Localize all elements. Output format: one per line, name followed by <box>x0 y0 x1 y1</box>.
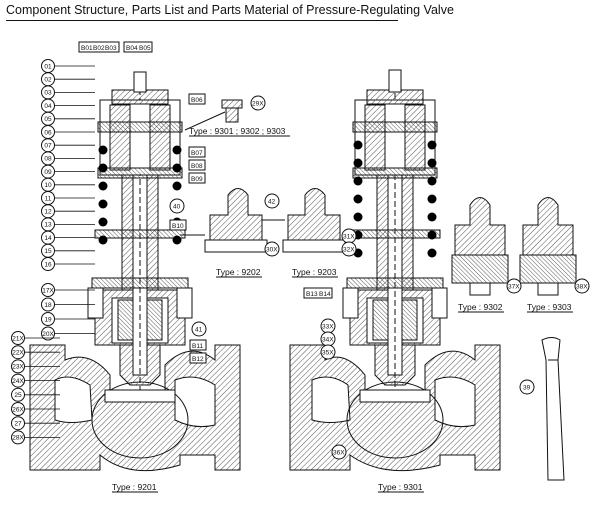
box-label-b06: B06 <box>191 97 203 104</box>
part-label-circle <box>11 359 25 374</box>
part-label-07: 07 <box>44 143 52 150</box>
box-label-b01: B01 <box>81 45 93 52</box>
part-label-circle <box>41 283 55 297</box>
detail-9303 <box>519 197 577 296</box>
callout-38x: 38X <box>576 284 588 291</box>
part-label-circle <box>41 326 55 341</box>
part-label-08: 08 <box>44 156 52 163</box>
part-label-circle <box>11 430 25 445</box>
callout-33x: 33X <box>322 324 334 331</box>
part-label-circle <box>11 331 25 345</box>
part-label-05: 05 <box>44 116 52 123</box>
callout-30x: 30X <box>266 247 278 254</box>
part-label-13: 13 <box>44 222 52 229</box>
spring-coils-right <box>353 140 437 258</box>
part-label-28x: 28X <box>12 435 24 442</box>
callout-35x: 35X <box>322 350 334 357</box>
page-title: Component Structure, Parts List and Part… <box>6 3 454 17</box>
box-label-b03: B03 <box>105 45 117 52</box>
caption-type-9301: Type : 9301 <box>378 482 423 492</box>
box-label-b07: B07 <box>191 150 203 157</box>
box-label-b09: B09 <box>191 176 203 183</box>
part-label-26x: 26X <box>12 406 24 413</box>
box-label-b10: B10 <box>172 223 184 230</box>
top-box-labels <box>78 41 153 53</box>
part-label-24x: 24X <box>12 378 24 385</box>
part-label-22x: 22X <box>12 350 24 357</box>
part-label-11: 11 <box>45 195 52 202</box>
part-label-circle <box>11 345 25 360</box>
callout-40: 40 <box>173 204 181 211</box>
detail-9203 <box>282 188 346 253</box>
box-label-b11: B11 <box>192 343 203 350</box>
valve-9301 <box>289 69 501 472</box>
part-label-16: 16 <box>44 261 52 268</box>
right-box-frames <box>169 93 207 364</box>
part-label-15: 15 <box>44 248 52 255</box>
part-label-21x: 21X <box>12 335 24 342</box>
caption-type-9303: Type : 9303 <box>527 302 572 312</box>
part-label-06: 06 <box>44 129 52 136</box>
box-label-b02: B02 <box>93 45 105 52</box>
callout-37x: 37X <box>508 284 520 291</box>
part-label-circle <box>11 373 25 388</box>
part-label-27: 27 <box>14 421 22 428</box>
callout-34x: 34X <box>322 337 334 344</box>
valve-body-left <box>29 344 241 472</box>
part-label-12: 12 <box>44 209 52 216</box>
callout-31x: 31X <box>343 234 355 241</box>
box-label-b04: B04 <box>126 45 138 52</box>
leader-arrows <box>180 111 285 236</box>
callout-41: 41 <box>195 327 203 334</box>
part-label-circle <box>11 416 25 431</box>
caption-type-9301-9302-9303: Type : 9301 ; 9302 ; 9303 <box>189 126 286 136</box>
callout-39: 39 <box>523 385 531 392</box>
part-label-20x: 20X <box>42 331 54 338</box>
part-label-19: 19 <box>44 316 52 323</box>
part-label-circle <box>11 387 25 402</box>
callout-42: 42 <box>268 199 276 206</box>
caption-type-9203: Type : 9203 <box>292 267 337 277</box>
part-label-09: 09 <box>44 169 52 176</box>
part-label-circle <box>41 257 55 271</box>
box-label-b13: B13 <box>306 291 318 298</box>
detail-9302 <box>451 197 509 296</box>
part-label-01: 01 <box>44 63 52 70</box>
box-label-b12: B12 <box>192 356 204 363</box>
box-label-b05: B05 <box>139 45 151 52</box>
part-label-10: 10 <box>44 182 52 189</box>
callout-32x: 32X <box>343 247 355 254</box>
part-label-circle <box>41 297 55 312</box>
callout-circles <box>169 95 590 460</box>
part-label-circle <box>41 312 55 326</box>
part-label-18: 18 <box>44 302 52 309</box>
box-label-b08: B08 <box>191 163 203 170</box>
callout-36x: 36X <box>333 450 345 457</box>
title-underline <box>6 20 398 21</box>
handle-part <box>541 337 565 481</box>
caption-type-9201: Type : 9201 <box>112 482 157 492</box>
part-label-14: 14 <box>44 235 52 242</box>
part-label-circle <box>11 402 25 416</box>
caption-type-9302: Type : 9302 <box>458 302 503 312</box>
callout-29x: 29X <box>252 101 264 108</box>
box-b13-b14-frame <box>303 287 333 299</box>
detail-fitting <box>221 99 243 123</box>
part-label-02: 02 <box>44 77 52 84</box>
part-label-23x: 23X <box>12 364 24 371</box>
part-label-04: 04 <box>44 103 52 110</box>
part-label-03: 03 <box>44 90 52 97</box>
valve-9201 <box>29 71 241 472</box>
part-label-25: 25 <box>14 392 22 399</box>
caption-type-9202: Type : 9202 <box>216 267 261 277</box>
part-label-17x: 17X <box>42 287 54 294</box>
box-label-b14: B14 <box>319 291 331 298</box>
valve-body-right <box>289 344 501 472</box>
left-part-labels: 01 02 03 04 05 06 07 08 09 10 11 12 13 14 15 16 17X 18 19 2… <box>11 59 95 445</box>
detail-9202 <box>204 188 268 253</box>
